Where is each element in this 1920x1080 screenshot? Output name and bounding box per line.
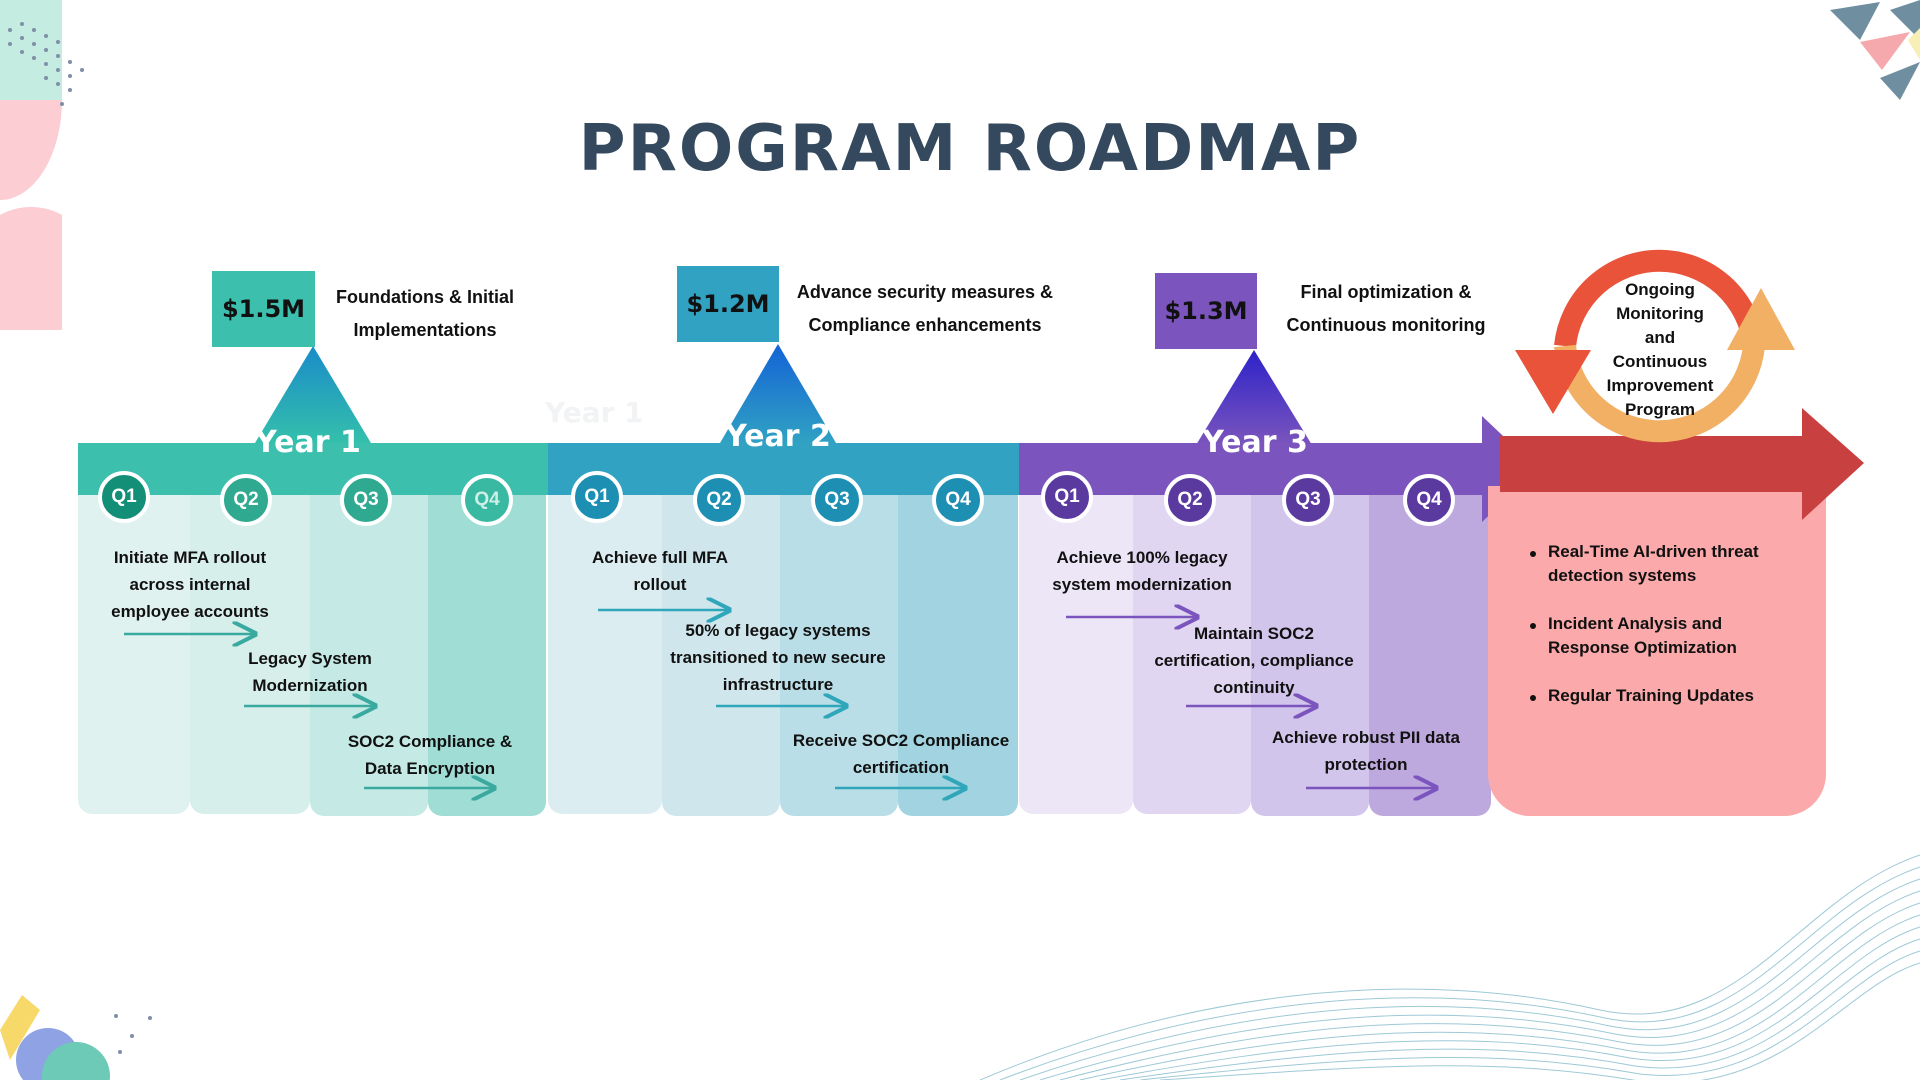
y1-milestone-2: Legacy System Modernization bbox=[248, 649, 372, 695]
y3-q3-circle: Q3 bbox=[1282, 474, 1334, 526]
y2-milestone-1: Achieve full MFA rollout bbox=[591, 548, 729, 594]
y3-col-q4 bbox=[1369, 494, 1491, 816]
y1-phase-line: Implementations bbox=[353, 320, 497, 340]
y2-milestone-2: 50% of legacy systems transitioned to ne… bbox=[670, 621, 886, 694]
y1-q4-circle: Q4 bbox=[461, 474, 513, 526]
y2-q1-circle: Q1 bbox=[571, 471, 623, 523]
y2-col-q3 bbox=[780, 494, 898, 816]
y2-col-q4 bbox=[898, 494, 1018, 816]
y2-q2-circle: Q2 bbox=[693, 474, 745, 526]
y2-year-label: Year 2 bbox=[725, 419, 831, 454]
decor-bottom-left bbox=[0, 995, 152, 1080]
y2-phase-text: Advance security measures & Compliance e… bbox=[780, 276, 1070, 342]
y2-phase-line: Advance security measures & bbox=[796, 282, 1054, 302]
ongoing-red-arrow bbox=[1500, 408, 1864, 520]
ghost-year-label: Year 1 bbox=[545, 396, 644, 429]
y1-phase-line: Foundations & Initial bbox=[336, 287, 514, 307]
y1-col-q4 bbox=[428, 482, 546, 816]
y3-phase-line: Continuous monitoring bbox=[1286, 315, 1486, 335]
ongoing-panel bbox=[1488, 486, 1826, 816]
y2-q4-circle: Q4 bbox=[932, 474, 984, 526]
bullet-item: Incident Analysis and Response Optimizat… bbox=[1528, 612, 1818, 660]
y2-pointer bbox=[720, 344, 836, 443]
cycle-icon bbox=[1515, 249, 1795, 443]
bullet-item: Regular Training Updates bbox=[1528, 684, 1818, 708]
y2-budget-badge: $1.2M bbox=[677, 266, 779, 342]
decor-waves bbox=[980, 854, 1920, 1080]
y1-col-q2 bbox=[190, 494, 310, 814]
y3-q2-circle: Q2 bbox=[1164, 474, 1216, 526]
y1-q3-circle: Q3 bbox=[340, 474, 392, 526]
y1-col-q1 bbox=[78, 494, 190, 814]
y2-q3-circle: Q3 bbox=[811, 474, 863, 526]
decor-top-left bbox=[0, 0, 84, 330]
y1-pointer bbox=[255, 346, 371, 443]
ongoing-bullets: Real-Time AI-driven threat detection sys… bbox=[1528, 540, 1818, 708]
y2-milestone-3: Receive SOC2 Compliance certification bbox=[792, 731, 1010, 777]
y1-milestone-1: Initiate MFA rollout across internal emp… bbox=[111, 548, 269, 621]
y1-q2-circle: Q2 bbox=[220, 474, 272, 526]
y1-budget-badge: $1.5M bbox=[212, 271, 315, 347]
y3-year-label: Year 3 bbox=[1202, 425, 1308, 460]
y3-budget-badge: $1.3M bbox=[1155, 273, 1257, 349]
bullet-dot bbox=[1530, 695, 1536, 701]
y2-phase-line: Compliance enhancements bbox=[808, 315, 1042, 335]
y3-phase-text: Final optimization & Continuous monitori… bbox=[1266, 276, 1506, 342]
y1-year-label: Year 1 bbox=[255, 425, 361, 460]
bullet-dot bbox=[1530, 551, 1536, 557]
y1-phase-text: Foundations & Initial Implementations bbox=[325, 281, 525, 347]
page-title: PROGRAM ROADMAP bbox=[578, 112, 1362, 186]
y1-milestone-3: SOC2 Compliance & Data Encryption bbox=[347, 732, 513, 778]
y3-q4-circle: Q4 bbox=[1403, 474, 1455, 526]
y3-milestone-3: Achieve robust PII data protection bbox=[1272, 728, 1460, 774]
bullet-item: Real-Time AI-driven threat detection sys… bbox=[1528, 540, 1818, 588]
y3-milestone-2: Maintain SOC2 certification, compliance … bbox=[1154, 624, 1354, 697]
y3-col-q2 bbox=[1133, 494, 1251, 814]
decor-top-right bbox=[1830, 0, 1920, 100]
y3-pointer bbox=[1196, 350, 1312, 445]
ongoing-program-label: Ongoing Monitoring and Continuous Improv… bbox=[1606, 280, 1714, 419]
y1-q1-circle: Q1 bbox=[98, 471, 150, 523]
y3-col-q1 bbox=[1019, 494, 1133, 814]
bullet-dot bbox=[1530, 623, 1536, 629]
y3-q1-circle: Q1 bbox=[1041, 471, 1093, 523]
y2-col-q2 bbox=[662, 494, 780, 816]
y1-col-q3 bbox=[310, 494, 428, 816]
y2-col-q1 bbox=[548, 494, 662, 814]
y3-milestone-1: Achieve 100% legacy system modernization bbox=[1052, 548, 1232, 594]
y3-phase-line: Final optimization & bbox=[1300, 282, 1472, 302]
y3-col-q3 bbox=[1251, 494, 1369, 816]
